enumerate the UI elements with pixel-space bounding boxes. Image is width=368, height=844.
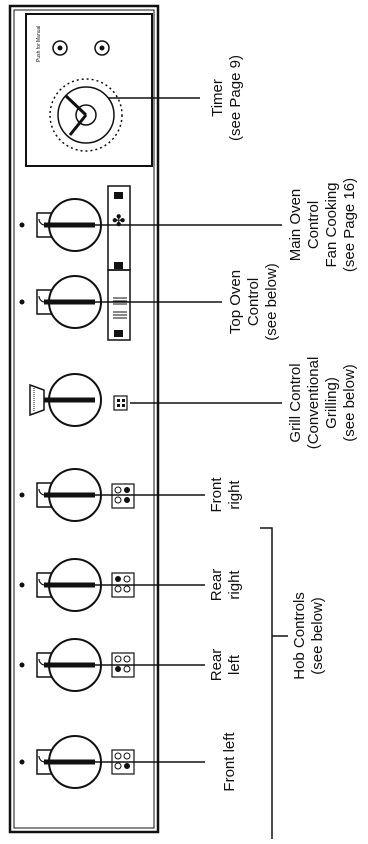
top-oven-label-3: (see below) [263,263,280,341]
heat-symbol-1 [113,297,127,305]
grill-label-2: (Conventional [305,357,322,450]
top-oven-knob[interactable] [19,275,102,329]
timer-label-ref: (see Page 9) [227,55,244,141]
hob-rear-left-label-2: left [226,654,243,675]
hob-bracket [260,527,273,844]
hob-rear-left-label-1: Rear [208,649,225,682]
grill-label-1: Grill Control [287,363,304,442]
hob-rear-left-knob[interactable] [19,638,102,692]
hob-front-left-label: Front left [221,732,238,792]
hob-front-right-knob[interactable] [19,468,102,522]
main-oven-label-3: Fan Cooking [323,182,340,267]
top-oven-symbols [107,269,131,341]
timer-label: Timer [209,79,226,117]
timer-frame [25,13,153,167]
timer-small-knob-left[interactable] [52,40,68,56]
timer-unit: Push for Manual [25,13,153,167]
timer-hand-2 [68,114,88,136]
timer-small-knob-right[interactable] [94,40,110,56]
grill-symbol [113,395,128,411]
main-oven-label-1: Main Oven [287,189,304,262]
grill-knob[interactable] [29,373,102,427]
timer-dial[interactable] [57,86,115,144]
main-oven-knob[interactable] [19,198,102,252]
main-oven-label-2: Control [305,201,322,249]
hob-controls-label-2: (see below) [309,597,326,675]
hob-controls-label-1: Hob Controls [291,592,308,680]
heat-symbol-2 [113,311,127,319]
hob-front-left-knob[interactable] [19,735,102,789]
fan-icon: ✤ [112,213,125,230]
timer-dial-ring [49,78,123,152]
top-oven-label-2: Control [245,278,262,326]
top-oven-label-1: Top Oven [227,270,244,334]
hob-front-right-label-2: right [226,480,243,510]
timer-hand-1 [64,94,88,117]
hob-front-right-symbol [111,483,135,509]
grill-label-3: Grilling) [323,377,340,429]
main-oven-label-4: (see Page 16) [341,178,358,272]
hob-rear-right-label-2: right [226,570,243,600]
grill-skirt [29,383,45,417]
oven-symbol-top [114,192,123,199]
grill-label-4: (see below) [341,364,358,442]
hob-rear-right-label-1: Rear [208,569,225,602]
oven-symbol-bottom [114,262,123,269]
control-panel-inner [13,9,155,829]
hob-front-right-label-1: Front [208,477,225,513]
hob-rear-right-knob[interactable] [19,558,102,612]
timer-push-text: Push for Manual [36,26,42,62]
